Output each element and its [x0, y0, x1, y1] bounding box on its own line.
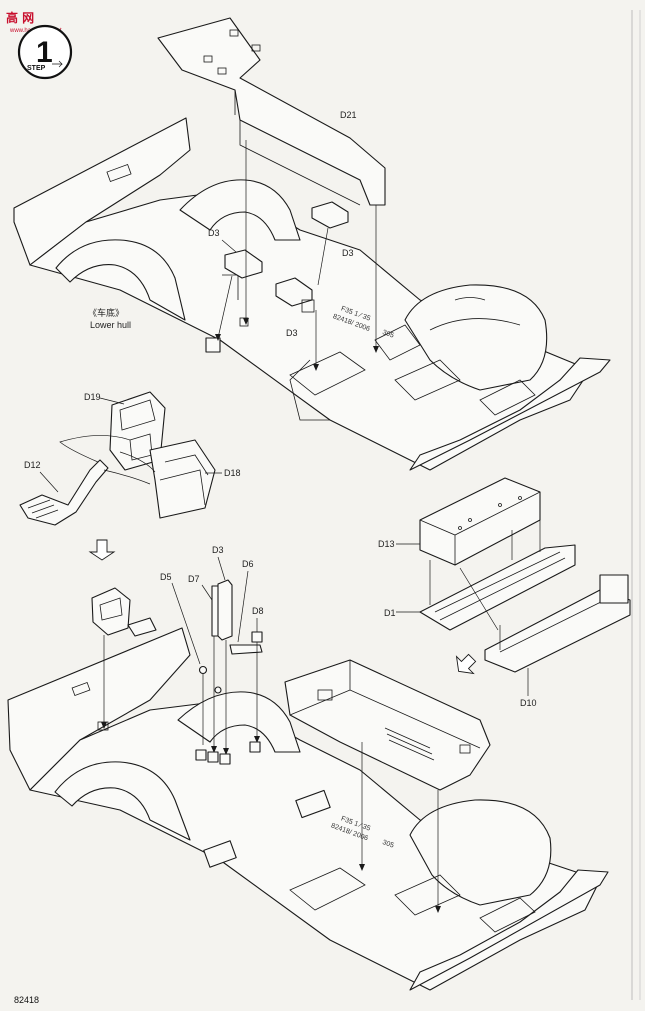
part-d10: D10 — [484, 574, 631, 708]
label-d6: D6 — [242, 559, 254, 569]
step-number: 1 — [36, 36, 53, 69]
top-guide-lines — [215, 140, 379, 371]
hull-stamp-line-3: 305 — [381, 329, 394, 340]
label-d3-c: D3 — [286, 328, 298, 338]
watermark-brand: 高 网 — [6, 10, 34, 25]
page-edge-marks — [631, 10, 641, 1000]
lower-hull-top: F35 1 ⁄ 35 82418/ 2006 305 — [13, 117, 611, 471]
part-d8: D8 — [251, 606, 264, 743]
bottom-assembly: F35 1 ⁄ 35 82418/ 2006 305 — [7, 545, 609, 991]
step-tank-icon — [52, 60, 63, 68]
hull-mount-block — [205, 337, 221, 353]
hull-label-cn: 《车底》 — [88, 307, 124, 318]
engine-subassembly: D13 D1 D10 — [378, 477, 631, 708]
hollow-arrow-diag — [455, 653, 477, 675]
part-d13: D13 — [378, 477, 541, 566]
pedal-subassembly: D19 D18 D12 — [19, 391, 241, 526]
top-assembly: F35 1 ⁄ 35 82418/ 2006 305 D21 D3 D3 — [13, 17, 611, 471]
part-d18: D18 — [149, 439, 241, 519]
label-d1: D1 — [384, 608, 396, 618]
part-d5: D5 — [160, 572, 208, 745]
lower-hull-bottom: F35 1 ⁄ 35 82418/ 2006 305 — [7, 627, 609, 991]
label-d3-b: D3 — [342, 248, 354, 258]
engine-block-installed — [284, 659, 491, 913]
part-d3-c: D3 — [275, 277, 315, 338]
pedal-assembly-installed — [91, 587, 157, 729]
label-d3-bottom: D3 — [212, 545, 224, 555]
part-d3-bottom: D3 — [212, 545, 233, 641]
step-circle — [17, 24, 73, 80]
part-d1: D1 — [384, 544, 576, 631]
label-d19: D19 — [84, 392, 101, 402]
label-d8: D8 — [252, 606, 264, 616]
hull-label-en: Lower hull — [90, 320, 131, 330]
page-number: 82418 — [14, 995, 39, 1005]
label-d18: D18 — [224, 468, 241, 478]
label-d5: D5 — [160, 572, 172, 582]
part-d7: D7 — [188, 574, 221, 637]
step-badge: 1 STEP — [17, 24, 73, 80]
part-d6: D6 — [229, 559, 263, 655]
label-d12: D12 — [24, 460, 41, 470]
label-d10: D10 — [520, 698, 537, 708]
label-d13: D13 — [378, 539, 395, 549]
hull-stamp-b-line-3: 305 — [381, 839, 394, 850]
label-d7: D7 — [188, 574, 200, 584]
label-d3-a: D3 — [208, 228, 220, 238]
label-d21: D21 — [340, 110, 357, 120]
part-d21: D21 — [157, 17, 386, 206]
hollow-arrow-down — [88, 539, 116, 561]
step-label: STEP — [27, 65, 46, 72]
part-d3-a: D3 — [208, 228, 263, 279]
part-d3-b: D3 — [311, 201, 354, 258]
part-d12: D12 — [19, 459, 109, 526]
